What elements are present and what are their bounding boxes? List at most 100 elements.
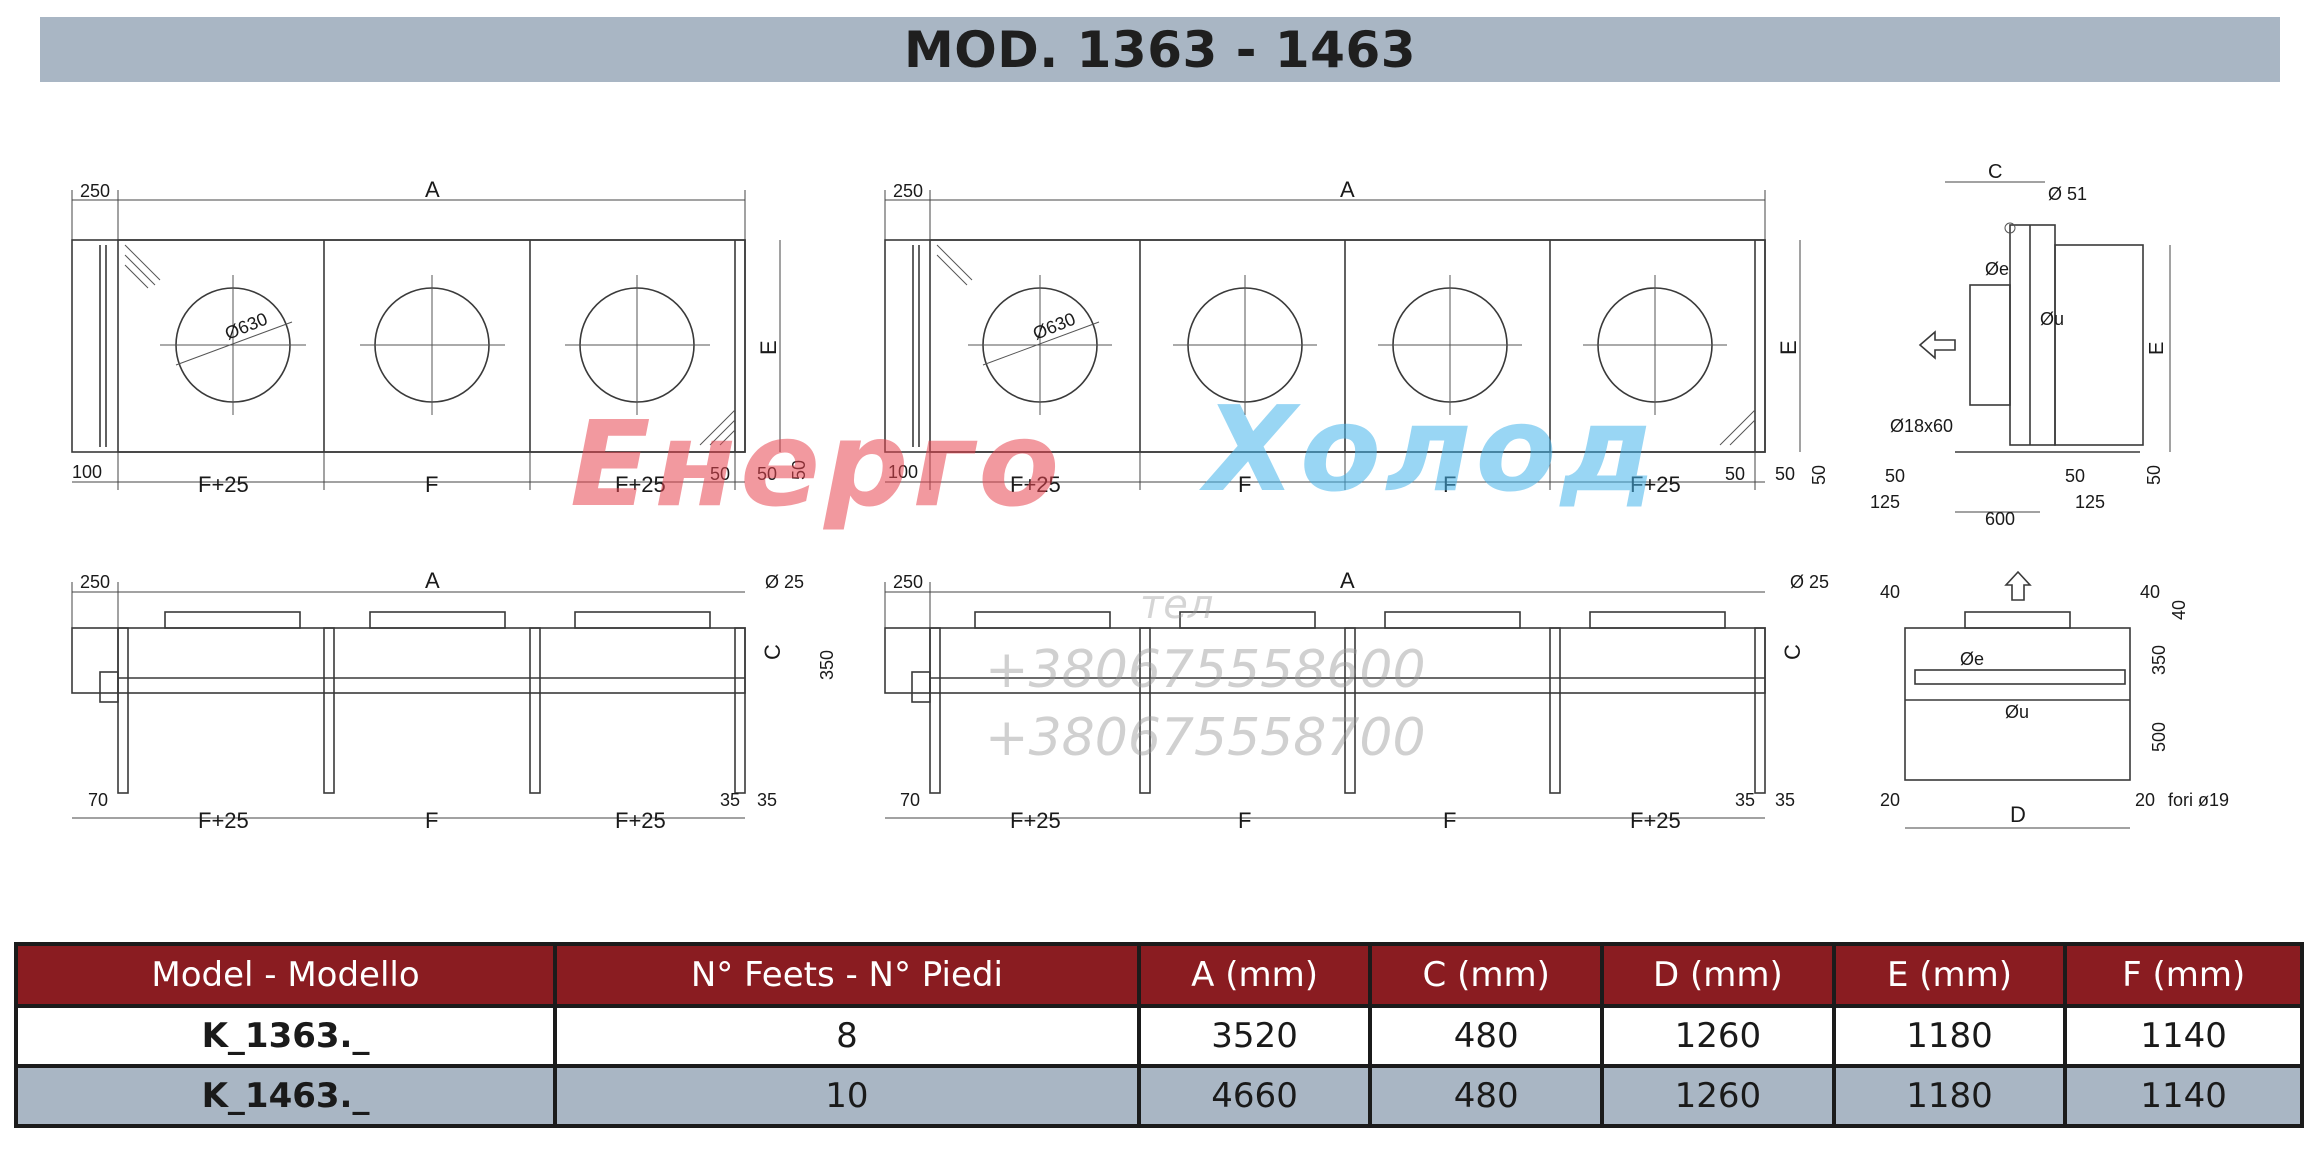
dim-f-f2a: F [1238, 808, 1251, 833]
dim-40-r: 40 [2140, 582, 2160, 602]
cell-c: 480 [1368, 1004, 1605, 1068]
dim-f25-f2-r: F+25 [1630, 808, 1681, 833]
dim-d: D [2010, 802, 2026, 827]
dim-500-end: 500 [2149, 722, 2169, 752]
cell-e: 1180 [1831, 1064, 2068, 1128]
technical-drawing: 250 A Ø630 100 F+25 F F+25 50 50 [71, 161, 2229, 833]
cell-f: 1140 [2063, 1004, 2304, 1068]
table-header-row: Model - Modello N° Feets - N° Piedi A (m… [13, 942, 2304, 1008]
cell-d: 1260 [1600, 1064, 1836, 1128]
dim-a-f1: A [425, 568, 440, 593]
dim-35-f2-b: 35 [1775, 790, 1795, 810]
dim-e-2: E [1776, 340, 1801, 355]
dim-50-b: 50 [757, 464, 777, 484]
dim-250-f1: 250 [80, 572, 110, 592]
dim-a: A [425, 177, 440, 202]
cell-a: 4660 [1136, 1064, 1373, 1128]
cell-c: 480 [1368, 1064, 1605, 1128]
dim-50-2b: 50 [1775, 464, 1795, 484]
dim-du-end: Øu [2005, 702, 2029, 722]
dim-350-f2: 350 [817, 650, 837, 680]
header-model: Model - Modello [13, 942, 558, 1008]
dim-c-f2: C [1780, 644, 1805, 660]
dim-f25-left: F+25 [198, 472, 249, 497]
dim-f-2a: F [1238, 472, 1251, 497]
dim-20-r: 20 [2135, 790, 2155, 810]
dim-250: 250 [80, 181, 110, 201]
dim-de-end: Øe [1960, 649, 1984, 669]
dim-f25-f1-l: F+25 [198, 808, 249, 833]
dim-e-side: E [2146, 342, 2168, 355]
dim-50-side-r: 50 [2065, 466, 2085, 486]
dim-125-r: 125 [2075, 492, 2105, 512]
dim-50-side-vert: 50 [2144, 465, 2164, 485]
dim-de-side: Øe [1985, 259, 2009, 279]
dim-50-vert: 50 [789, 460, 809, 480]
dim-125-l: 125 [1870, 492, 1900, 512]
top-view-4-fans: 250 A Ø630 100 F+25 F F F+25 [884, 177, 1829, 497]
cell-e: 1180 [1831, 1004, 2068, 1068]
end-view: 40 40 40 Øe Øu 350 500 20 20 fori ø19 D [1880, 570, 2229, 829]
dim-50-vert-2: 50 [1809, 465, 1829, 485]
dim-c-side: C [1988, 161, 2002, 183]
watermark-phone-2: +380675558700 [985, 708, 1426, 768]
dim-du-side: Øu [2040, 309, 2064, 329]
dim-f-f1: F [425, 808, 438, 833]
cell-feet: 10 [553, 1064, 1141, 1128]
dim-f25-right: F+25 [615, 472, 666, 497]
dim-f-f2b: F [1443, 808, 1456, 833]
table-row: K_1463._ 10 4660 480 1260 1180 1140 [13, 1064, 2304, 1128]
dim-70-f2: 70 [900, 790, 920, 810]
dim-d25-f1: Ø 25 [765, 572, 804, 592]
dim-70-f1: 70 [88, 790, 108, 810]
dim-40-vert: 40 [2169, 600, 2189, 620]
dim-250-f2: 250 [893, 572, 923, 592]
fan-diameter-label: Ø630 [222, 309, 270, 344]
header-e: E (mm) [1831, 942, 2068, 1008]
dim-250-2: 250 [893, 181, 923, 201]
dim-35-f1-b: 35 [757, 790, 777, 810]
cell-model: K_1463._ [13, 1064, 558, 1128]
cell-a: 3520 [1136, 1004, 1373, 1068]
header-a: A (mm) [1136, 942, 1373, 1008]
dim-c-f1: C [760, 644, 785, 660]
dim-f-2b: F [1443, 472, 1456, 497]
dim-50-a: 50 [710, 464, 730, 484]
watermark-phone-1: +380675558600 [985, 640, 1426, 700]
spec-table: Model - Modello N° Feets - N° Piedi A (m… [13, 942, 2304, 1128]
front-view-4-fans: 250 A Ø 25 350 70 F+25 F F F+25 35 35 C [817, 568, 1829, 833]
watermark-brand-red: Енерго [570, 395, 1064, 533]
dim-f25-f2-l: F+25 [1010, 808, 1061, 833]
header-f: F (mm) [2063, 942, 2304, 1008]
cell-feet: 8 [553, 1004, 1141, 1068]
dim-40-l: 40 [1880, 582, 1900, 602]
dim-f25-left-2: F+25 [1010, 472, 1061, 497]
header-feet: N° Feets - N° Piedi [553, 942, 1141, 1008]
header-c: C (mm) [1368, 942, 1605, 1008]
cell-model: K_1363._ [13, 1004, 558, 1068]
dim-d51: Ø 51 [2048, 184, 2087, 204]
header-d: D (mm) [1600, 942, 1836, 1008]
dim-100-2: 100 [888, 462, 918, 482]
dim-35-f2-a: 35 [1735, 790, 1755, 810]
watermark-brand-blue: Холод [1205, 380, 1660, 518]
page-title: MOD. 1363 - 1463 [903, 20, 1417, 79]
title-bar: MOD. 1363 - 1463 [40, 17, 2280, 82]
dim-20-l: 20 [1880, 790, 1900, 810]
dim-e: E [756, 340, 781, 355]
cell-d: 1260 [1600, 1004, 1836, 1068]
side-view-top: C Ø 51 Øe Øu Ø18x60 E 50 50 50 125 125 6… [1870, 161, 2171, 529]
top-view-3-fans: 250 A Ø630 100 F+25 F F+25 50 50 [71, 177, 809, 497]
cell-f: 1140 [2063, 1064, 2304, 1128]
table-row: K_1363._ 8 3520 480 1260 1180 1140 [13, 1004, 2304, 1068]
dim-f25-right-2: F+25 [1630, 472, 1681, 497]
dim-slot: Ø18x60 [1890, 416, 1953, 436]
dim-50-side-l: 50 [1885, 466, 1905, 486]
dim-d25-f2: Ø 25 [1790, 572, 1829, 592]
dim-50-2a: 50 [1725, 464, 1745, 484]
dim-100: 100 [72, 462, 102, 482]
dim-a-f2: A [1340, 568, 1355, 593]
watermark-tel: тел [1140, 582, 1214, 628]
dim-a-2: A [1340, 177, 1355, 202]
dim-f: F [425, 472, 438, 497]
